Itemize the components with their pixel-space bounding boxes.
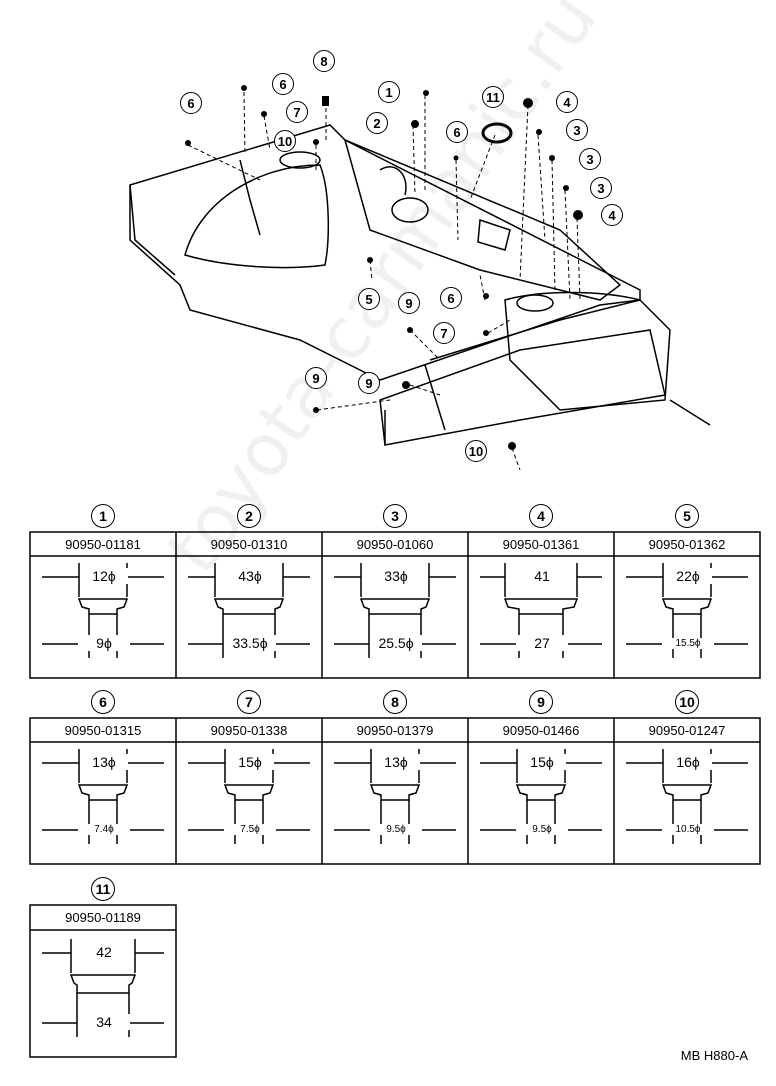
bottom-dimension: 15.5ϕ xyxy=(662,638,714,649)
part-number-circle: 2 xyxy=(237,504,261,528)
part-number-circle: 11 xyxy=(91,877,115,901)
part-profile xyxy=(213,598,285,615)
part-number-circle: 9 xyxy=(529,690,553,714)
part-number-circle: 4 xyxy=(529,504,553,528)
part-number-circle: 1 xyxy=(91,504,115,528)
part-profile xyxy=(503,598,579,615)
part-code: 90950-01310 xyxy=(210,537,288,552)
part-profile xyxy=(661,598,713,615)
part-code: 90950-01060 xyxy=(356,537,434,552)
part-callout: 10 xyxy=(274,130,296,152)
part-callout: 3 xyxy=(566,119,588,141)
bottom-dimension: 27 xyxy=(516,635,568,651)
part-profile xyxy=(359,598,431,615)
part-code: 90950-01315 xyxy=(64,723,142,738)
part-code: 90950-01362 xyxy=(648,537,726,552)
part-profile xyxy=(515,784,567,801)
part-code: 90950-01338 xyxy=(210,723,288,738)
bottom-dimension: 33.5ϕ xyxy=(224,635,276,651)
part-callout: 9 xyxy=(398,292,420,314)
bottom-dimension: 9.5ϕ xyxy=(370,824,422,835)
part-callout: 6 xyxy=(440,287,462,309)
part-callout: 7 xyxy=(433,322,455,344)
part-callout: 2 xyxy=(366,112,388,134)
part-callout: 10 xyxy=(465,440,487,462)
part-callout: 4 xyxy=(556,91,578,113)
part-callout: 6 xyxy=(272,73,294,95)
part-profile xyxy=(223,784,275,801)
part-callout: 3 xyxy=(579,148,601,170)
bottom-dimension: 9.5ϕ xyxy=(516,824,568,835)
part-callout: 7 xyxy=(286,101,308,123)
part-code: 90950-01247 xyxy=(648,723,726,738)
top-dimension: 42 xyxy=(80,944,128,960)
part-code: 90950-01379 xyxy=(356,723,434,738)
part-profile xyxy=(77,784,129,801)
part-number-circle: 8 xyxy=(383,690,407,714)
part-callout: 9 xyxy=(305,367,327,389)
drawing-code: MB H880-A xyxy=(680,1048,748,1063)
part-callout: 5 xyxy=(358,288,380,310)
top-dimension: 16ϕ xyxy=(664,754,712,770)
bottom-dimension: 10.5ϕ xyxy=(662,824,714,835)
top-dimension: 43ϕ xyxy=(226,568,274,584)
bottom-dimension: 34 xyxy=(78,1014,130,1030)
part-number-circle: 7 xyxy=(237,690,261,714)
part-number-circle: 3 xyxy=(383,504,407,528)
part-callout: 1 xyxy=(378,81,400,103)
bottom-dimension: 9ϕ xyxy=(78,635,130,651)
top-dimension: 41 xyxy=(518,568,566,584)
part-callout: 8 xyxy=(313,50,335,72)
part-number-circle: 6 xyxy=(91,690,115,714)
part-code: 90950-01181 xyxy=(65,537,141,552)
part-callout: 6 xyxy=(446,121,468,143)
top-dimension: 15ϕ xyxy=(518,754,566,770)
part-code: 90950-01361 xyxy=(502,537,580,552)
part-code: 90950-01466 xyxy=(502,723,580,738)
part-callout: 9 xyxy=(358,372,380,394)
part-callout: 4 xyxy=(601,204,623,226)
top-dimension: 22ϕ xyxy=(664,568,712,584)
part-profile xyxy=(369,784,421,801)
bottom-dimension: 7.5ϕ xyxy=(224,824,276,835)
part-number-circle: 5 xyxy=(675,504,699,528)
part-profile xyxy=(661,784,713,801)
part-callout: 6 xyxy=(180,92,202,114)
top-dimension: 13ϕ xyxy=(372,754,420,770)
top-dimension: 15ϕ xyxy=(226,754,274,770)
part-number-circle: 10 xyxy=(675,690,699,714)
top-dimension: 12ϕ xyxy=(80,568,128,584)
part-code: 90950-01189 xyxy=(65,910,141,925)
bottom-dimension: 7.4ϕ xyxy=(78,824,130,835)
part-callout: 11 xyxy=(482,86,504,108)
top-dimension: 33ϕ xyxy=(372,568,420,584)
part-profile xyxy=(69,974,137,994)
bottom-dimension: 25.5ϕ xyxy=(370,635,422,651)
part-callout: 3 xyxy=(590,177,612,199)
part-profile xyxy=(77,598,129,615)
top-dimension: 13ϕ xyxy=(80,754,128,770)
